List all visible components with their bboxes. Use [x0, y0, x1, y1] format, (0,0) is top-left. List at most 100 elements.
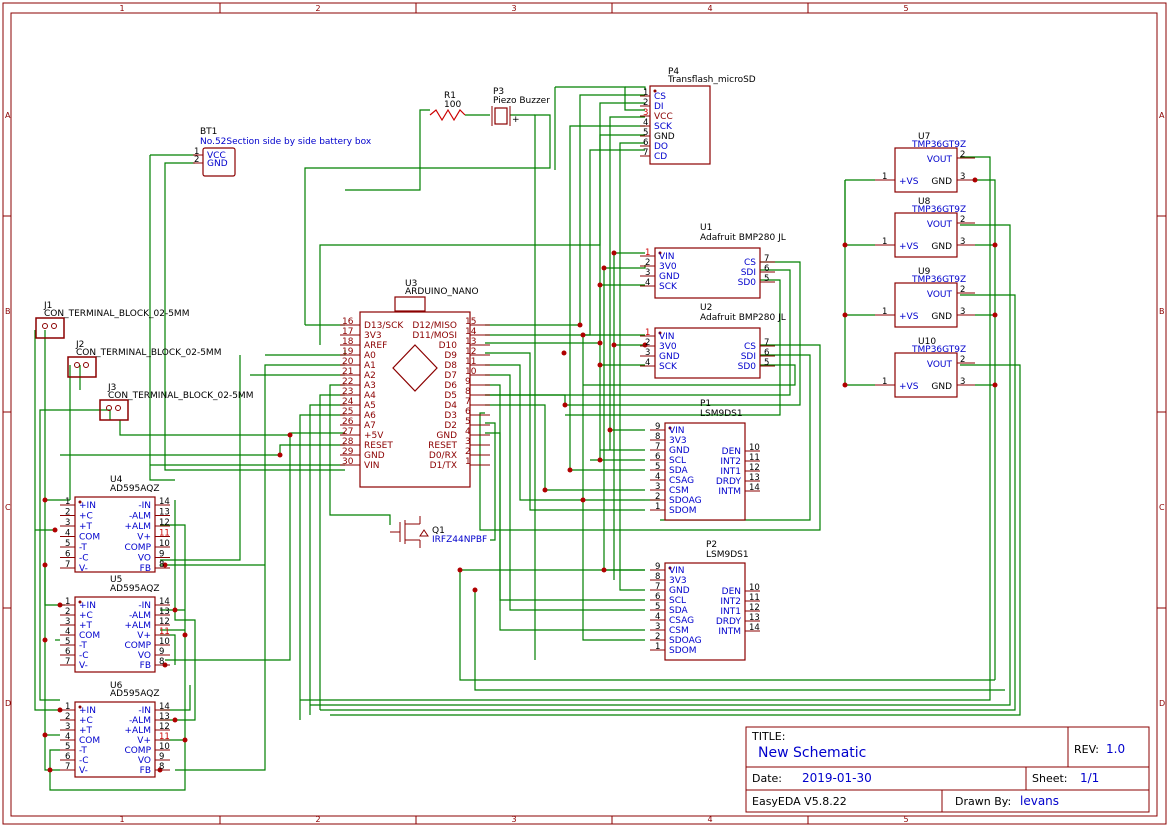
pin-number: 1 — [882, 237, 887, 247]
junction-dot — [162, 562, 168, 568]
pin-name: FB — [140, 661, 151, 671]
wires — [34, 86, 1021, 791]
reference-designator: U2 — [700, 303, 712, 313]
junction-dot — [992, 382, 998, 388]
junction-dot — [601, 567, 607, 573]
pin-name: +VS — [899, 312, 919, 322]
pin-number: 11 — [159, 627, 170, 637]
pin-number: 12 — [749, 463, 760, 473]
pin-number: 6 — [643, 138, 648, 148]
zone-marker-left: B — [5, 307, 11, 316]
pin-name: GND — [931, 382, 952, 392]
sheet-number: 1/1 — [1080, 771, 1099, 785]
pin-name: -IN — [138, 601, 151, 611]
part-value: TMP36GT9Z — [911, 140, 966, 150]
pin-number: 3 — [960, 172, 965, 182]
pin-number: 13 — [159, 508, 170, 518]
pin-name: 3V3 — [669, 436, 687, 446]
schematic-title: New Schematic — [758, 745, 866, 761]
pin-number: 8 — [655, 572, 660, 582]
junction-dot — [277, 452, 283, 458]
pin-number: 9 — [655, 422, 660, 432]
pin-name: VIN — [669, 426, 685, 436]
tool-version: EasyEDA V5.8.22 — [752, 795, 847, 808]
reference-designator: U7 — [918, 132, 930, 142]
pin-name: A6 — [364, 411, 376, 421]
pin-name: A0 — [364, 351, 376, 361]
pin-name: D9 — [444, 351, 457, 361]
pin-number: 1 — [645, 328, 650, 338]
pin-number: 15 — [465, 317, 476, 327]
pin-name: -IN — [138, 706, 151, 716]
pin-name: D1/TX — [430, 461, 457, 471]
pin-name: SCK — [659, 282, 678, 292]
pin-number: 9 — [465, 377, 471, 387]
pin-number: 1 — [65, 702, 70, 712]
pin-number: 28 — [342, 437, 354, 447]
part-value: CON_TERMINAL_BLOCK_02-5MM — [76, 348, 221, 358]
junction-dot — [172, 717, 178, 723]
zone-marker-bottom: 2 — [315, 815, 320, 824]
pin-name: +T — [79, 726, 93, 736]
pin-name: INT1 — [720, 607, 741, 617]
pin-number: 11 — [159, 529, 170, 539]
pin-name: GND — [931, 242, 952, 252]
junction-dot — [992, 242, 998, 248]
junction-dot — [472, 587, 478, 593]
pin-number: 12 — [159, 518, 170, 528]
pin-name: CSAG — [669, 616, 694, 626]
pin-number: 5 — [643, 128, 648, 138]
pin-number: 5 — [764, 358, 769, 368]
pin-number: 3 — [655, 482, 660, 492]
pin-number: 3 — [960, 237, 965, 247]
pin-number: 4 — [645, 278, 650, 288]
pin-name: FB — [140, 564, 151, 574]
pin-number: 10 — [465, 367, 477, 377]
pin-name: +ALM — [125, 726, 151, 736]
junction-dot — [842, 312, 848, 318]
pin-name: GND — [654, 132, 675, 142]
pin-number: 5 — [764, 274, 769, 284]
pin-number: 5 — [65, 637, 70, 647]
part-value: AD595AQZ — [110, 689, 160, 699]
zone-marker-right: A — [1159, 111, 1165, 120]
pin-number: 3 — [465, 437, 471, 447]
date-label: Date: — [752, 772, 782, 785]
pin-name: 3V0 — [659, 342, 677, 352]
zone-marker-right: C — [1159, 503, 1165, 512]
pin-number: 13 — [465, 337, 476, 347]
pin-number: 11 — [159, 732, 170, 742]
pin-name: SDOAG — [669, 496, 702, 506]
pin-number: 3 — [643, 108, 648, 118]
pin-name: -T — [79, 746, 87, 756]
pin-number: 2 — [194, 155, 199, 165]
pin-name: CSM — [669, 486, 689, 496]
zone-marker-bottom: 4 — [707, 815, 712, 824]
pin-number: 10 — [159, 539, 170, 549]
pin-name: -ALM — [129, 716, 151, 726]
pin-name: +ALM — [125, 621, 151, 631]
pin-name: D8 — [444, 361, 457, 371]
pin-name: INT2 — [720, 457, 741, 467]
